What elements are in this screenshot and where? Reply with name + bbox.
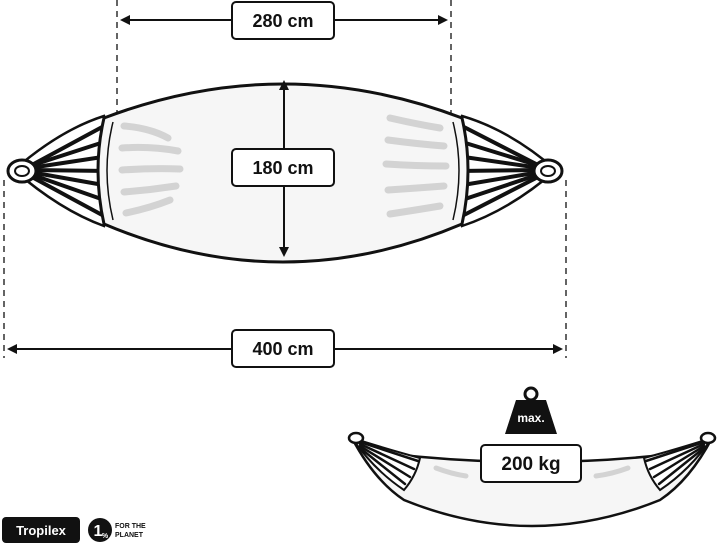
inner-length-value: 280 cm <box>252 11 313 31</box>
side-right-ring <box>699 431 717 445</box>
width-value: 180 cm <box>252 158 313 178</box>
tropilex-logo-text: Tropilex <box>16 523 67 538</box>
tropilex-logo: Tropilex <box>2 517 80 543</box>
right-fan-strings <box>455 124 542 218</box>
total-length-value: 400 cm <box>252 339 313 359</box>
one-percent-line2: PLANET <box>115 532 144 539</box>
capacity-label: 200 kg <box>480 444 582 483</box>
fabric-shading <box>118 114 450 218</box>
max-label: max. <box>517 411 544 425</box>
width-label: 180 cm <box>231 148 335 187</box>
left-fan-strings <box>28 124 111 218</box>
total-length-label: 400 cm <box>231 329 335 368</box>
one-percent-line1: FOR THE <box>115 523 146 530</box>
one-percent-planet-logo: 1 % FOR THE PLANET <box>88 518 146 542</box>
one-percent-symbol: % <box>102 533 109 540</box>
extension-lines <box>3 0 567 358</box>
weight-icon: max. <box>505 386 557 434</box>
side-left-ring <box>347 431 365 445</box>
capacity-value: 200 kg <box>501 454 560 475</box>
one-percent-numeral: 1 <box>94 523 103 540</box>
inner-length-label: 280 cm <box>231 1 335 40</box>
